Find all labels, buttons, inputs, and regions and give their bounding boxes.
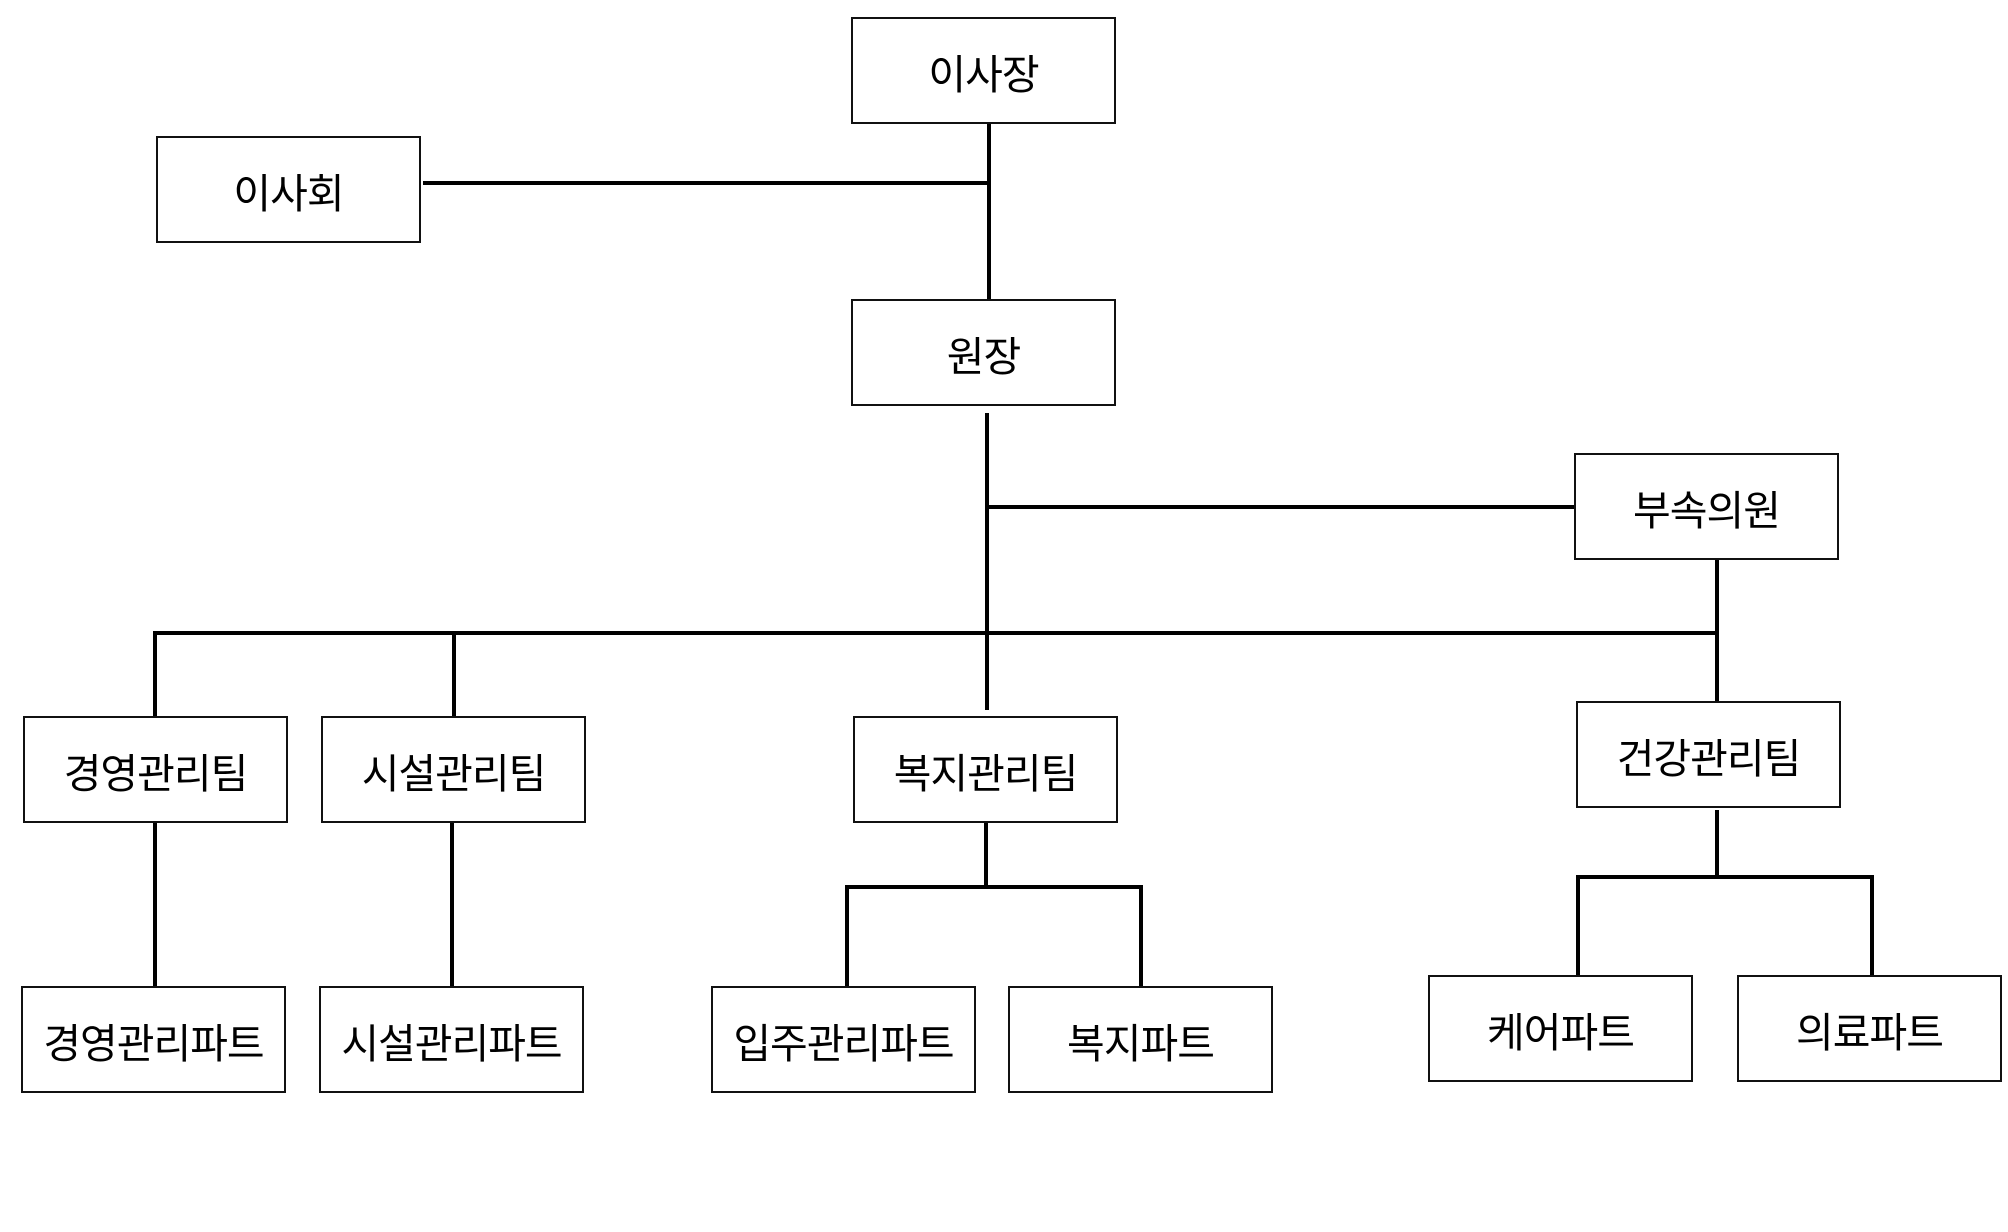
node-label: 케어파트 [1487,1008,1635,1057]
node-label: 이사장 [928,50,1039,99]
node-label: 시설관리팀 [361,749,547,798]
node-label: 경영관리팀 [63,749,249,798]
node-health-team: 건강관리팀 [1576,701,1841,808]
node-management-part: 경영관리파트 [21,986,286,1093]
node-label: 복지관리팀 [893,749,1079,798]
node-label: 복지파트 [1067,1019,1215,1068]
node-label: 이사회 [233,169,344,218]
node-medical-part: 의료파트 [1737,975,2002,1082]
node-label: 원장 [946,332,1021,381]
node-chairman: 이사장 [851,17,1116,124]
node-facilities-team: 시설관리팀 [321,716,586,823]
node-label: 의료파트 [1796,1008,1944,1057]
node-welfare-part: 복지파트 [1008,986,1273,1093]
node-facilities-part: 시설관리파트 [319,986,584,1093]
node-board: 이사회 [156,136,421,243]
node-label: 건강관리팀 [1616,734,1802,783]
node-label: 시설관리파트 [341,1019,562,1068]
node-clinic: 부속의원 [1574,453,1839,560]
node-care-part: 케어파트 [1428,975,1693,1082]
node-residence-part: 입주관리파트 [711,986,976,1093]
node-management-team: 경영관리팀 [23,716,288,823]
node-label: 경영관리파트 [43,1019,264,1068]
node-welfare-team: 복지관리팀 [853,716,1118,823]
node-label: 부속의원 [1633,486,1781,535]
node-director: 원장 [851,299,1116,406]
node-label: 입주관리파트 [733,1019,954,1068]
